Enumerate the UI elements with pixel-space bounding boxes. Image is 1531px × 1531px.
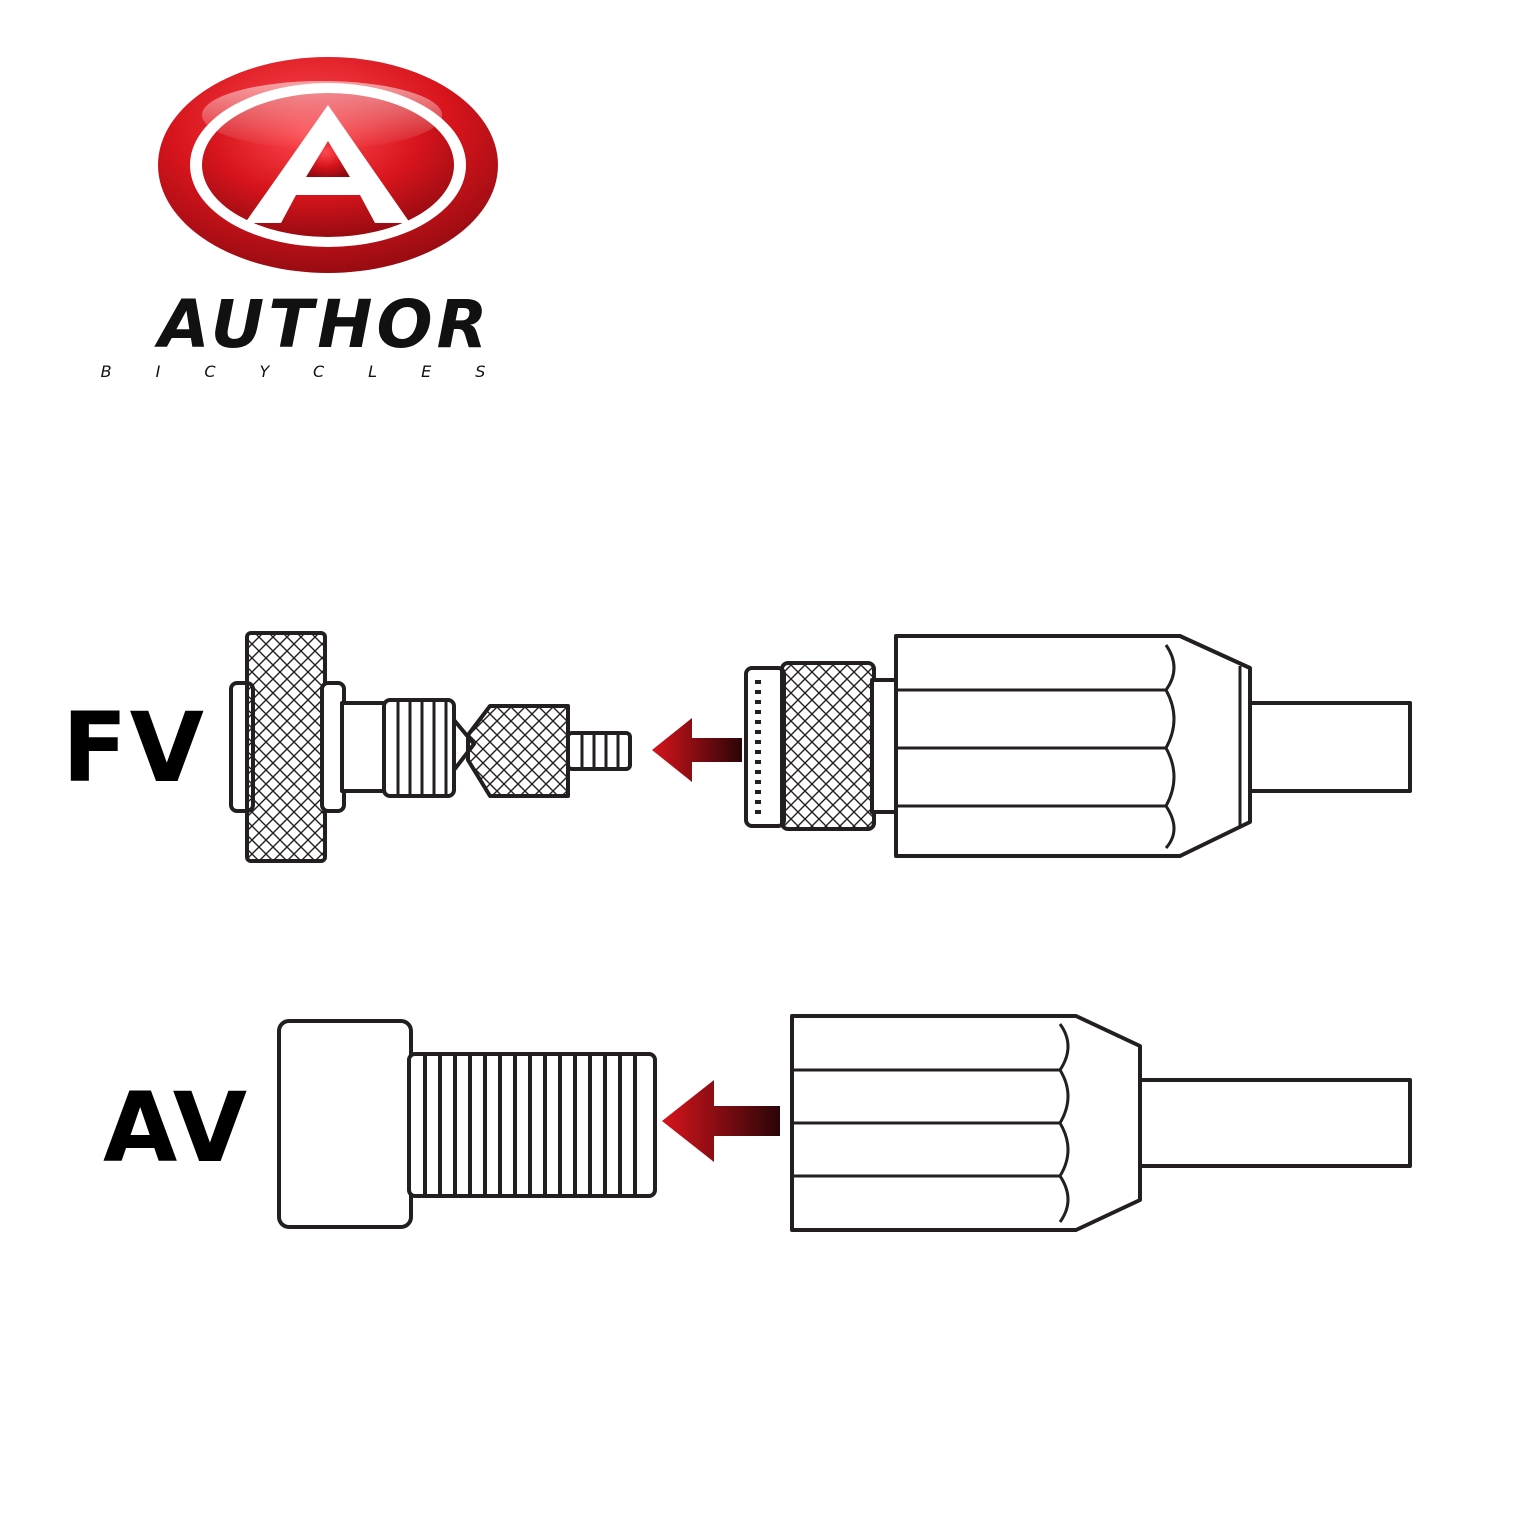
pump-head-icon <box>744 634 1412 858</box>
author-bicycles-logo: AUTHOR BICYCLES <box>101 57 530 381</box>
av-label: AV <box>103 1072 250 1184</box>
av-row <box>277 1014 1412 1232</box>
presta-valve-icon <box>229 631 632 863</box>
pump-head-icon <box>790 1014 1412 1232</box>
fv-label: FV <box>62 692 206 804</box>
arrow-left-icon <box>662 1080 780 1162</box>
logo-wordmark: AUTHOR BICYCLES <box>101 286 530 381</box>
logo-emblem <box>158 57 498 273</box>
logo-brand-text: AUTHOR <box>154 286 492 363</box>
fv-row <box>229 631 1412 863</box>
schrader-valve-icon <box>277 1019 657 1229</box>
logo-tagline-text: BICYCLES <box>101 362 530 381</box>
arrow-left-icon <box>652 718 742 782</box>
presta-thread <box>382 698 456 798</box>
